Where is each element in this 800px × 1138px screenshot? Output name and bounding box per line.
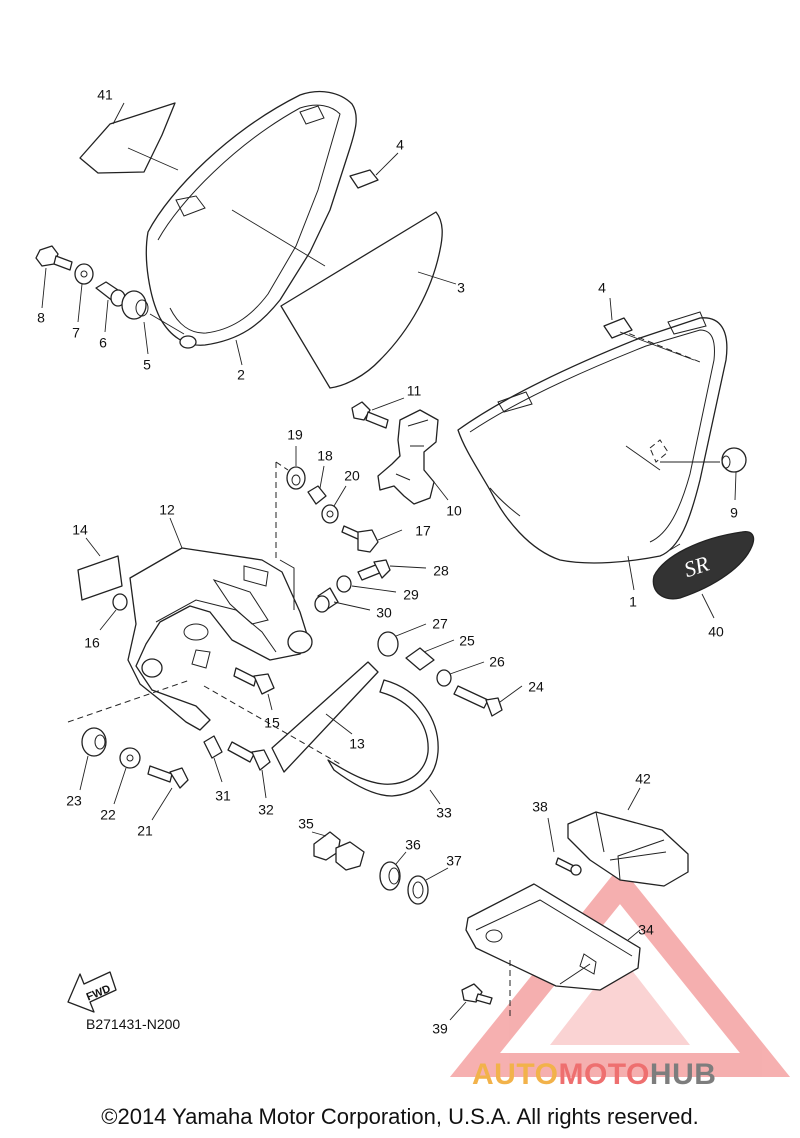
part-6-collar bbox=[95, 281, 126, 333]
part-41-decal bbox=[79, 102, 176, 174]
part-16-nut bbox=[99, 593, 128, 631]
part-38-screw bbox=[547, 817, 582, 876]
part-17-bolt bbox=[341, 525, 403, 553]
callout-label-29: 29 bbox=[403, 587, 419, 603]
callout-label-13: 13 bbox=[349, 736, 365, 752]
part-11-bolt bbox=[351, 397, 405, 429]
part-33-strap bbox=[203, 679, 441, 805]
callout-label-22: 22 bbox=[100, 807, 116, 823]
callout-label-26: 26 bbox=[489, 654, 505, 670]
callout-label-38: 38 bbox=[532, 799, 548, 815]
part-40-emblem: SR bbox=[652, 530, 755, 619]
part-35-connector bbox=[311, 831, 365, 871]
part-20-washer bbox=[321, 485, 347, 524]
part-2-left-cover bbox=[145, 90, 357, 366]
callout-label-35: 35 bbox=[298, 816, 314, 832]
part-5-grommet bbox=[121, 290, 185, 355]
part-27-grommet bbox=[377, 623, 427, 657]
callout-label-4a: 4 bbox=[396, 137, 404, 153]
callout-label-41: 41 bbox=[97, 87, 113, 103]
callout-label-6: 6 bbox=[99, 335, 107, 351]
watermark-part-hub: HUB bbox=[649, 1058, 717, 1091]
part-18-collar bbox=[307, 465, 327, 505]
callout-label-5: 5 bbox=[143, 357, 151, 373]
callout-label-2: 2 bbox=[237, 367, 245, 383]
part-15-bolt bbox=[233, 667, 275, 711]
callout-label-10: 10 bbox=[446, 503, 462, 519]
part-29-washer bbox=[336, 575, 397, 593]
part-36-grommet bbox=[379, 851, 407, 891]
callout-label-40: 40 bbox=[708, 624, 724, 640]
callout-label-23: 23 bbox=[66, 793, 82, 809]
part-26-washer bbox=[436, 661, 485, 687]
callout-label-17: 17 bbox=[415, 523, 431, 539]
part-34-tray bbox=[465, 883, 641, 1020]
callout-label-20: 20 bbox=[344, 468, 360, 484]
part-19-grommet bbox=[286, 446, 306, 490]
diagram-code: B271431-N200 bbox=[86, 1016, 181, 1032]
part-23-grommet bbox=[79, 727, 107, 791]
part-21-bolt bbox=[147, 765, 189, 821]
part-1-right-cover bbox=[457, 311, 728, 591]
callout-label-37: 37 bbox=[446, 853, 462, 869]
callout-label-9: 9 bbox=[730, 505, 738, 521]
callout-label-24: 24 bbox=[528, 679, 544, 695]
callout-label-19: 19 bbox=[287, 427, 303, 443]
callout-label-39: 39 bbox=[432, 1021, 448, 1037]
callout-label-8: 8 bbox=[37, 310, 45, 326]
callout-label-31: 31 bbox=[215, 788, 231, 804]
callout-label-7: 7 bbox=[72, 325, 80, 341]
part-7-washer bbox=[74, 263, 94, 323]
part-32-bolt bbox=[227, 741, 271, 799]
part-31-clip bbox=[203, 735, 223, 783]
part-4-clip bbox=[349, 169, 379, 189]
part-10-lock bbox=[377, 409, 449, 505]
callout-label-36: 36 bbox=[405, 837, 421, 853]
callout-label-12: 12 bbox=[159, 502, 175, 518]
part-28-bolt bbox=[357, 559, 427, 581]
part-22-washer bbox=[113, 747, 141, 805]
callout-label-21: 21 bbox=[137, 823, 153, 839]
part-4b-clip bbox=[603, 317, 633, 339]
callout-label-14: 14 bbox=[72, 522, 88, 538]
watermark-part-auto: AUTO bbox=[472, 1058, 559, 1091]
watermark-text: AUTOMOTOHUB bbox=[472, 1058, 794, 1092]
part-14-pad bbox=[77, 537, 123, 601]
callout-label-18: 18 bbox=[317, 448, 333, 464]
callout-label-33: 33 bbox=[436, 805, 452, 821]
part-30-collar bbox=[314, 587, 371, 613]
callout-label-28: 28 bbox=[433, 563, 449, 579]
callout-label-32: 32 bbox=[258, 802, 274, 818]
callout-label-16: 16 bbox=[84, 635, 100, 651]
copyright-notice: ©2014 Yamaha Motor Corporation, U.S.A. A… bbox=[101, 1104, 699, 1129]
callout-label-27: 27 bbox=[432, 616, 448, 632]
callout-label-34: 34 bbox=[638, 922, 654, 938]
callout-label-42: 42 bbox=[635, 771, 651, 787]
callout-label-4b: 4 bbox=[598, 280, 606, 296]
part-3-panel bbox=[280, 211, 443, 389]
part-25-collar bbox=[405, 639, 455, 671]
watermark-part-moto: MOTO bbox=[558, 1058, 650, 1091]
callout-label-3: 3 bbox=[457, 280, 465, 296]
callout-label-30: 30 bbox=[376, 605, 392, 621]
fwd-arrow-icon: FWD bbox=[67, 971, 117, 1013]
part-9-grommet bbox=[660, 447, 747, 501]
part-12-bracket bbox=[127, 461, 313, 731]
callout-label-15: 15 bbox=[264, 715, 280, 731]
callout-label-25: 25 bbox=[459, 633, 475, 649]
part-37-washer bbox=[407, 867, 449, 905]
callout-label-11: 11 bbox=[407, 383, 422, 399]
part-42-case bbox=[567, 787, 689, 887]
part-13-strip bbox=[271, 661, 379, 773]
part-24-bolt bbox=[453, 685, 523, 717]
part-39-bolt bbox=[449, 983, 493, 1021]
part-8-bolt bbox=[35, 245, 73, 309]
callout-label-1: 1 bbox=[629, 594, 637, 610]
